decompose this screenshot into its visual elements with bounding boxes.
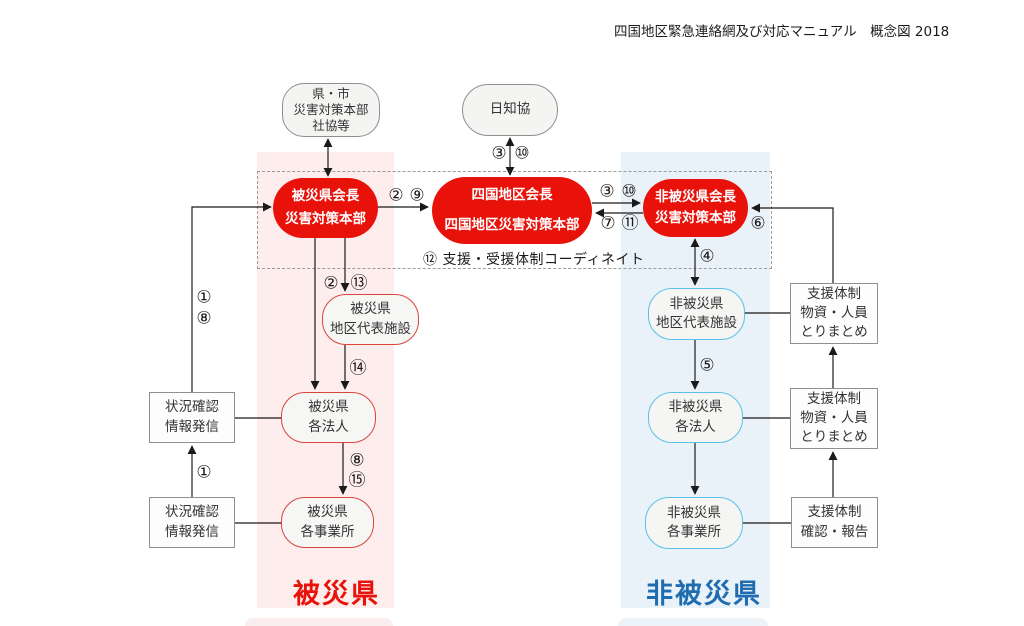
edge-label-3-mid: ③: [599, 181, 615, 202]
node-support-top-line2: 物資・人員: [800, 304, 868, 321]
edge-label-14: ⑭: [349, 358, 367, 379]
edge-label-2-b: ②: [323, 273, 339, 294]
edge-label-3-top: ③: [491, 143, 507, 164]
page-title: 四国地区緊急連絡網及び対応マニュアル 概念図 2018: [614, 24, 950, 40]
node-nichikyou: 日知協: [462, 84, 558, 136]
node-unaffected-office: 非被災県 各事業所: [645, 497, 743, 549]
node-affected-corp-line2: 各法人: [308, 418, 349, 435]
node-unaffected-chair-line1: 非被災県会長: [655, 189, 736, 205]
node-support-top: 支援体制 物資・人員 とりまとめ: [790, 283, 878, 344]
node-pref-city-hq-line1: 県・市: [312, 85, 350, 101]
node-unaffected-chair: 非被災県会長 災害対策本部: [643, 179, 748, 237]
node-status-lower-line2: 情報発信: [165, 523, 219, 540]
node-support-bottom: 支援体制 確認・報告: [791, 497, 878, 548]
node-unaffected-corp: 非被災県 各法人: [648, 392, 743, 443]
node-support-bottom-line1: 支援体制: [807, 504, 862, 521]
node-unaffected-corp-line1: 非被災県: [668, 399, 723, 416]
node-affected-facility-line2: 地区代表施設: [330, 320, 411, 337]
node-unaffected-office-line1: 非被災県: [667, 504, 721, 521]
node-affected-chair-line2: 災害対策本部: [285, 210, 366, 227]
edge-label-4: ④: [699, 246, 715, 267]
node-support-mid-line1: 支援体制: [807, 390, 861, 407]
bottom-pink-sliver: [245, 618, 393, 626]
node-pref-city-hq-line3: 社協等: [312, 118, 350, 134]
node-unaffected-facility: 非被災県 地区代表施設: [648, 288, 745, 340]
node-shikoku-chair-line2: 四国地区災害対策本部: [444, 216, 580, 233]
edge-label-10-mid: ⑩: [621, 181, 637, 202]
edge-label-2-a: ②: [388, 185, 404, 206]
edge-label-5: ⑤: [699, 355, 715, 376]
node-affected-corp: 被災県 各法人: [281, 392, 376, 443]
node-status-lower: 状況確認 情報発信: [149, 497, 235, 548]
node-affected-facility: 被災県 地区代表施設: [322, 294, 419, 345]
edge-label-10-top: ⑩: [514, 143, 530, 164]
node-affected-office-line2: 各事業所: [300, 523, 355, 540]
coordination-caption: ⑫ 支援・受援体制コーディネイト: [423, 252, 645, 268]
edge-label-8-lower: ⑧: [349, 450, 365, 471]
node-support-mid-line3: とりまとめ: [800, 429, 868, 446]
node-nichikyou-label: 日知協: [489, 101, 531, 118]
node-unaffected-office-line2: 各事業所: [667, 524, 721, 540]
edge-label-1-lower: ①: [196, 462, 212, 483]
edge-label-15: ⑮: [348, 470, 366, 491]
node-pref-city-hq-line2: 災害対策本部: [293, 101, 369, 117]
node-unaffected-chair-line2: 災害対策本部: [655, 209, 736, 226]
edge-label-11: ⑪: [621, 213, 639, 234]
edge-label-7: ⑦: [600, 213, 616, 234]
node-support-top-line3: とりまとめ: [800, 324, 868, 341]
node-affected-chair-line1: 被災県会長: [291, 188, 360, 204]
node-support-bottom-line2: 確認・報告: [800, 523, 869, 540]
node-unaffected-facility-line2: 地区代表施設: [656, 315, 737, 331]
node-affected-office: 被災県 各事業所: [281, 497, 374, 548]
node-status-upper-line1: 状況確認: [165, 399, 219, 416]
node-support-top-line1: 支援体制: [807, 285, 861, 302]
node-pref-city-hq: 県・市 災害対策本部 社協等: [282, 83, 380, 137]
node-support-mid: 支援体制 物資・人員 とりまとめ: [790, 388, 878, 449]
node-status-lower-line1: 状況確認: [165, 504, 219, 521]
unaffected-region-label: 非被災県: [646, 579, 762, 610]
node-affected-office-line1: 被災県: [307, 504, 348, 521]
edge-label-9: ⑨: [409, 185, 425, 206]
edge-label-1-upper: ①: [196, 287, 212, 308]
node-unaffected-corp-line2: 各法人: [675, 418, 716, 435]
bottom-blue-sliver: [618, 618, 768, 626]
node-affected-corp-line1: 被災県: [308, 399, 349, 416]
affected-region-label: 被災県: [293, 579, 380, 610]
node-status-upper-line2: 情報発信: [165, 418, 219, 435]
node-status-upper: 状況確認 情報発信: [149, 392, 235, 443]
node-affected-chair: 被災県会長 災害対策本部: [273, 178, 378, 238]
node-support-mid-line2: 物資・人員: [800, 409, 868, 426]
node-shikoku-chair-line1: 四国地区会長: [471, 187, 553, 203]
edge-label-6: ⑥: [750, 213, 766, 234]
node-shikoku-chair: 四国地区会長 四国地区災害対策本部: [432, 177, 592, 244]
edge-label-8-upper: ⑧: [196, 308, 212, 329]
node-affected-facility-line1: 被災県: [350, 301, 391, 318]
node-unaffected-facility-line1: 非被災県: [669, 295, 724, 312]
edge-label-13: ⑬: [350, 273, 368, 294]
